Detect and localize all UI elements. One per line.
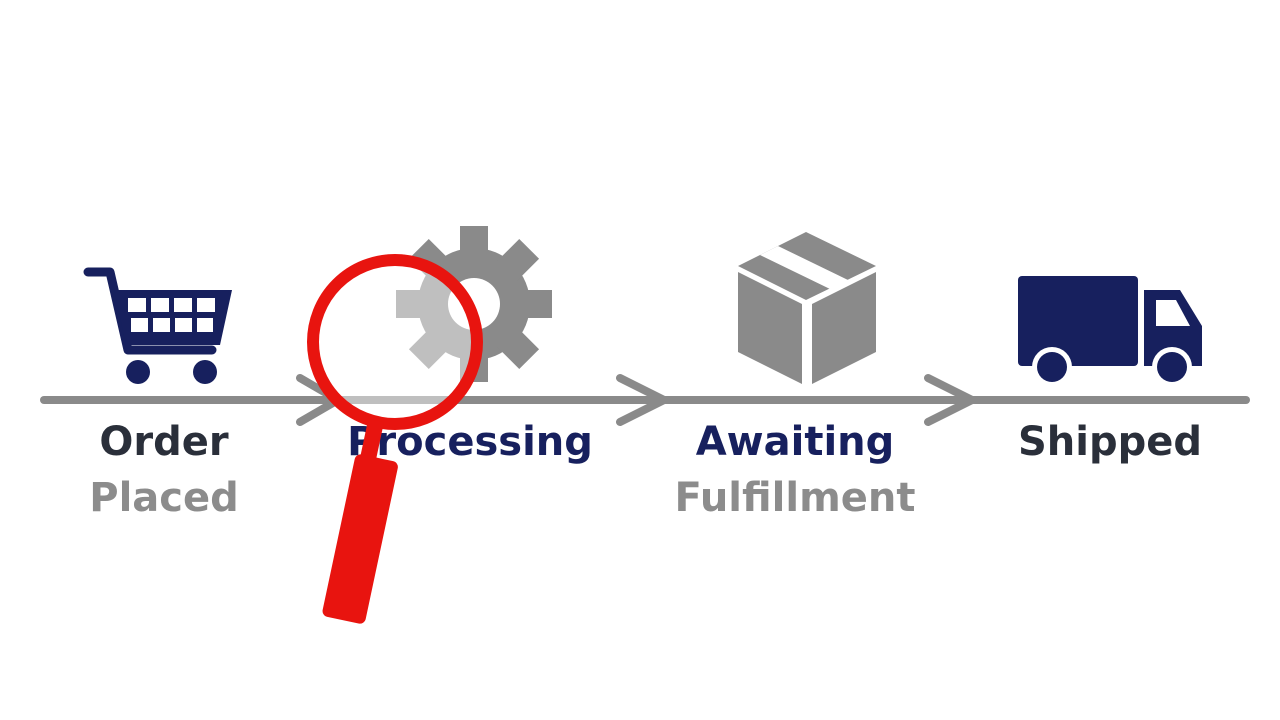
delivery-truck-icon bbox=[1018, 276, 1202, 387]
stage-3-line2: Fulfillment bbox=[674, 475, 916, 521]
shopping-cart-icon bbox=[83, 267, 232, 384]
arrow-chevron-2 bbox=[616, 374, 668, 426]
stage-1-line2: Placed bbox=[89, 475, 239, 521]
stage-3-line1: Awaiting bbox=[695, 419, 895, 465]
box-icon bbox=[738, 232, 876, 384]
arrow-chevron-3 bbox=[924, 374, 976, 426]
stage-1-line1: Order bbox=[99, 419, 229, 465]
stage-4-line1: Shipped bbox=[1017, 419, 1203, 465]
